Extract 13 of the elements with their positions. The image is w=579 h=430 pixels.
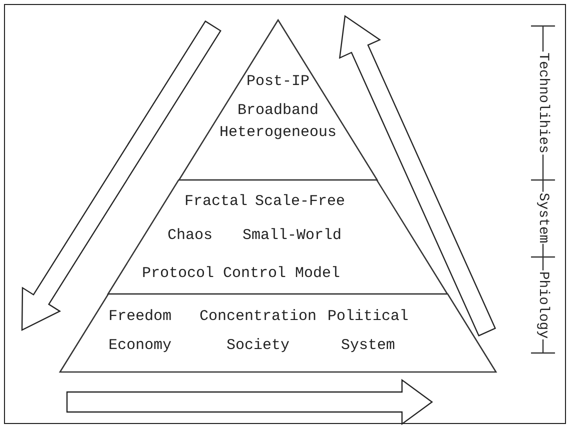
tier-text: Scale-Free	[254, 192, 345, 212]
tier-text: Fractal	[184, 192, 248, 212]
scale-label: System	[535, 192, 551, 244]
tier-text: Concentration Society	[198, 307, 318, 356]
scale-label: Phiology	[535, 270, 551, 340]
tier-text: Political System	[326, 307, 410, 356]
tier-text: Protocol Control Model	[142, 264, 340, 284]
tier-text: Post-IP	[246, 72, 310, 92]
tier-text: Small-World	[242, 226, 342, 246]
tier-text: Freedom Economy	[107, 307, 172, 356]
tier-text: Broadband	[237, 101, 318, 121]
tier-text: Heterogeneous	[219, 123, 336, 143]
tier-text: Chaos	[167, 226, 212, 246]
